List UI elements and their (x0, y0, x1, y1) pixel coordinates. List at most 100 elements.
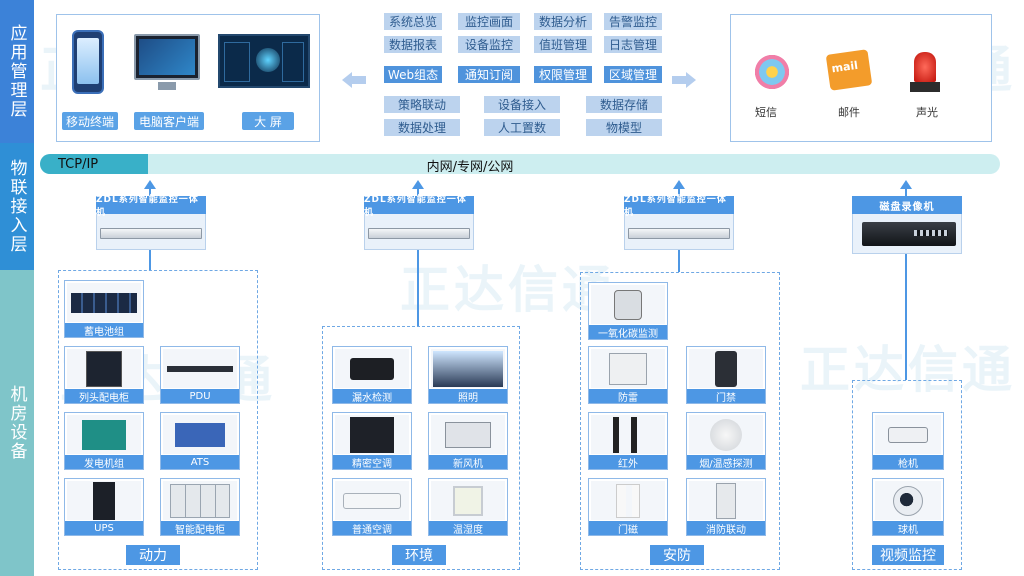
func-device-access: 设备接入 (484, 96, 560, 113)
card-battery: 蓄电池组 (64, 280, 144, 338)
connector (905, 254, 907, 380)
group-security (580, 272, 780, 570)
func-notify-sub: 通知订阅 (458, 66, 520, 83)
cabinet-icon (67, 349, 141, 388)
arrow-up-icon (412, 180, 424, 189)
network-label: 内网/专网/公网 (426, 160, 514, 175)
lighting-icon (431, 349, 505, 388)
tcpip-tag: TCP/IP (40, 154, 148, 174)
func-data-process: 数据处理 (384, 119, 460, 136)
group-video (852, 380, 962, 570)
card-label: 门磁 (589, 521, 667, 536)
thermometer-icon (431, 481, 505, 520)
card-lightning: 防雷 (588, 346, 668, 404)
card-pdu: PDU (160, 346, 240, 404)
card-dome-cam: 球机 (872, 478, 944, 536)
card-label: 列头配电柜 (65, 389, 143, 404)
connector (417, 250, 419, 326)
card-column-cabinet: 列头配电柜 (64, 346, 144, 404)
func-manual-set: 人工置数 (484, 119, 560, 136)
card-fresh-air: 新风机 (428, 412, 508, 470)
email-icon: mail (825, 49, 873, 91)
card-ats: ATS (160, 412, 240, 470)
arrow-up-icon (673, 180, 685, 189)
func-data-storage: 数据存储 (586, 96, 662, 113)
card-label: 发电机组 (65, 455, 143, 470)
connector (417, 188, 419, 196)
card-access: 门禁 (686, 346, 766, 404)
big-screen-icon (218, 34, 310, 88)
access-control-icon (689, 349, 763, 388)
card-ac: 普通空调 (332, 478, 412, 536)
dome-camera-icon (875, 481, 941, 520)
card-smart-cabinet: 智能配电柜 (160, 478, 240, 536)
rack-unit-icon (100, 228, 202, 239)
card-label: 消防联动 (687, 521, 765, 536)
client-label-desktop: 电脑客户端 (134, 112, 204, 130)
leak-sensor-icon (335, 349, 409, 388)
arrow-left-icon (342, 72, 352, 88)
card-co: 一氧化碳监测 (588, 282, 668, 340)
func-monitor-screen: 监控画面 (458, 13, 520, 30)
card-smoke: 烟/温感探测 (686, 412, 766, 470)
arrow-left-shaft (352, 76, 366, 84)
client-label-bigscreen: 大 屏 (242, 112, 294, 130)
connector (678, 250, 680, 272)
sms-icon (752, 52, 792, 92)
connector (149, 250, 151, 270)
gas-detector-icon (591, 285, 665, 324)
connector (149, 188, 151, 196)
card-label: 温湿度 (429, 521, 507, 536)
lightning-protector-icon (591, 349, 665, 388)
card-label: 新风机 (429, 455, 507, 470)
generator-icon (67, 415, 141, 454)
func-strategy-link: 策略联动 (384, 96, 460, 113)
card-generator: 发电机组 (64, 412, 144, 470)
card-label: 普通空调 (333, 521, 411, 536)
ups-icon (67, 481, 141, 520)
card-infrared: 红外 (588, 412, 668, 470)
card-bullet-cam: 枪机 (872, 412, 944, 470)
battery-icon (67, 283, 141, 322)
card-label: 蓄电池组 (65, 323, 143, 338)
func-device-monitor: 设备监控 (458, 36, 520, 53)
zdl-device-3-title: ZDL系列智能监控一体机 (624, 195, 734, 218)
zdl-device-1-title: ZDL系列智能监控一体机 (96, 195, 206, 218)
card-label: 智能配电柜 (161, 521, 239, 536)
arrow-up-icon (144, 180, 156, 189)
rack-unit-icon (368, 228, 470, 239)
notify-label-light: 声光 (916, 106, 938, 119)
air-conditioner-icon (335, 481, 409, 520)
card-temp-humidity: 温湿度 (428, 478, 508, 536)
zdl-device-2-title: ZDL系列智能监控一体机 (364, 195, 474, 218)
card-label: 烟/温感探测 (687, 455, 765, 470)
card-label: ATS (161, 455, 239, 469)
phone-icon (72, 30, 104, 94)
func-alarm-monitor: 告警监控 (604, 13, 662, 30)
card-label: 红外 (589, 455, 667, 470)
func-object-model: 物模型 (586, 119, 662, 136)
func-permission-mgmt: 权限管理 (534, 66, 592, 83)
bullet-camera-icon (875, 415, 941, 454)
monitor-stand (158, 82, 176, 90)
fire-panel-icon (689, 481, 763, 520)
precision-ac-icon (335, 415, 409, 454)
card-label: 照明 (429, 389, 507, 404)
notify-label-sms: 短信 (755, 106, 777, 119)
func-data-report: 数据报表 (384, 36, 442, 53)
client-label-mobile: 移动终端 (62, 112, 118, 130)
func-data-analysis: 数据分析 (534, 13, 592, 30)
layer-app: 应用管理层 (0, 0, 34, 143)
infrared-sensor-icon (591, 415, 665, 454)
group-power-title: 动力 (126, 545, 180, 565)
card-fire: 消防联动 (686, 478, 766, 536)
notify-label-email: 邮件 (838, 106, 860, 119)
card-label: 漏水检测 (333, 389, 411, 404)
network-bar (40, 154, 1000, 174)
card-label: 球机 (873, 521, 943, 536)
layer-room: 机房设备 (0, 270, 34, 576)
switchgear-icon (163, 481, 237, 520)
arrow-up-icon (900, 180, 912, 189)
ats-icon (163, 415, 237, 454)
card-door-sensor: 门磁 (588, 478, 668, 536)
